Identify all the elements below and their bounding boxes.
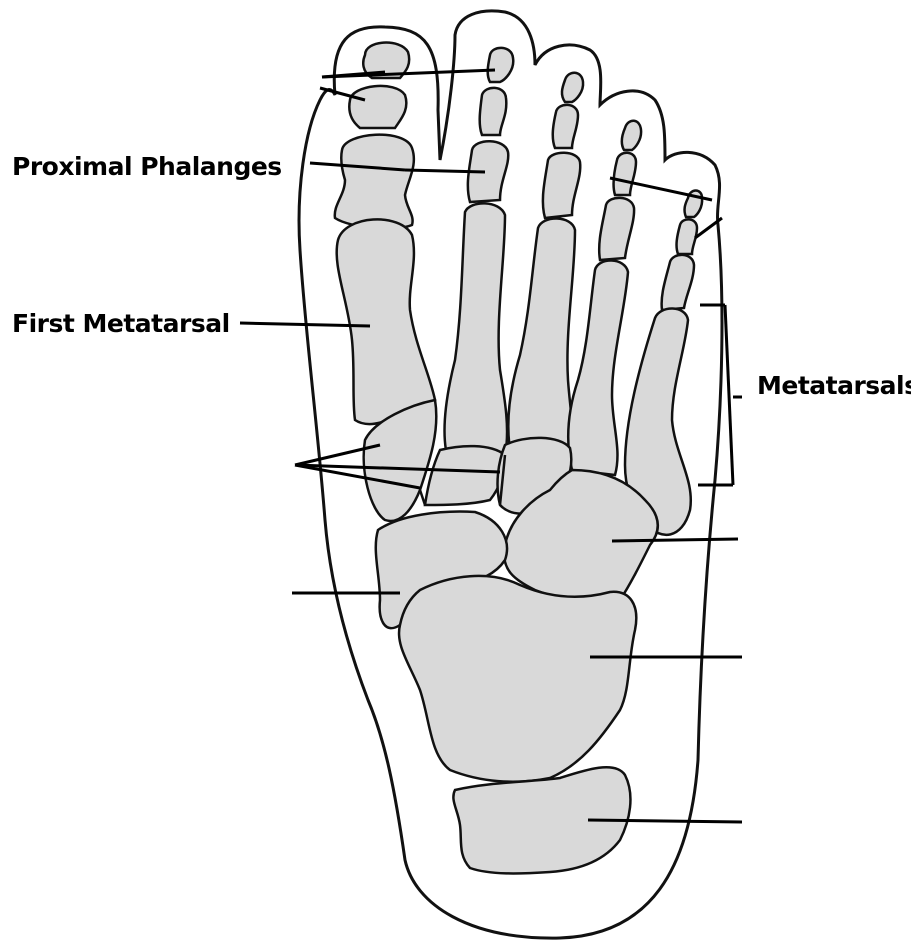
label-metatarsals: Metatarsals bbox=[757, 371, 911, 400]
intermediate-cuneiform bbox=[425, 446, 505, 505]
fourth-distal-phalanx bbox=[622, 121, 641, 150]
leader-line-cuboid bbox=[612, 539, 738, 541]
third-metatarsal bbox=[508, 218, 575, 460]
joint-line bbox=[420, 490, 425, 505]
label-first-metatarsal: First Metatarsal bbox=[12, 309, 230, 338]
fourth-middle-phalanx bbox=[614, 153, 636, 195]
fifth-middle-phalanx bbox=[677, 219, 697, 254]
label-proximal-phalanges: Proximal Phalanges bbox=[12, 152, 282, 181]
second-middle-phalanx bbox=[480, 88, 507, 135]
leader-line-metatarsal-bracket-vertical bbox=[725, 305, 733, 485]
third-proximal-phalanx bbox=[543, 153, 580, 218]
second-distal-phalanx bbox=[488, 48, 514, 82]
hallux-proximal-phalanx bbox=[335, 135, 414, 229]
leader-line-proximal-phalanges-b bbox=[405, 170, 485, 172]
hallux-middle-phalanx bbox=[349, 86, 406, 128]
leader-line-calcaneus bbox=[588, 820, 742, 822]
second-metatarsal bbox=[445, 203, 508, 465]
talus bbox=[399, 576, 636, 782]
third-middle-phalanx bbox=[553, 105, 578, 148]
fifth-proximal-phalanx bbox=[662, 255, 694, 310]
fourth-proximal-phalanx bbox=[599, 198, 634, 260]
first-metatarsal bbox=[337, 219, 435, 424]
third-distal-phalanx bbox=[562, 73, 583, 102]
fourth-metatarsal bbox=[568, 260, 628, 475]
